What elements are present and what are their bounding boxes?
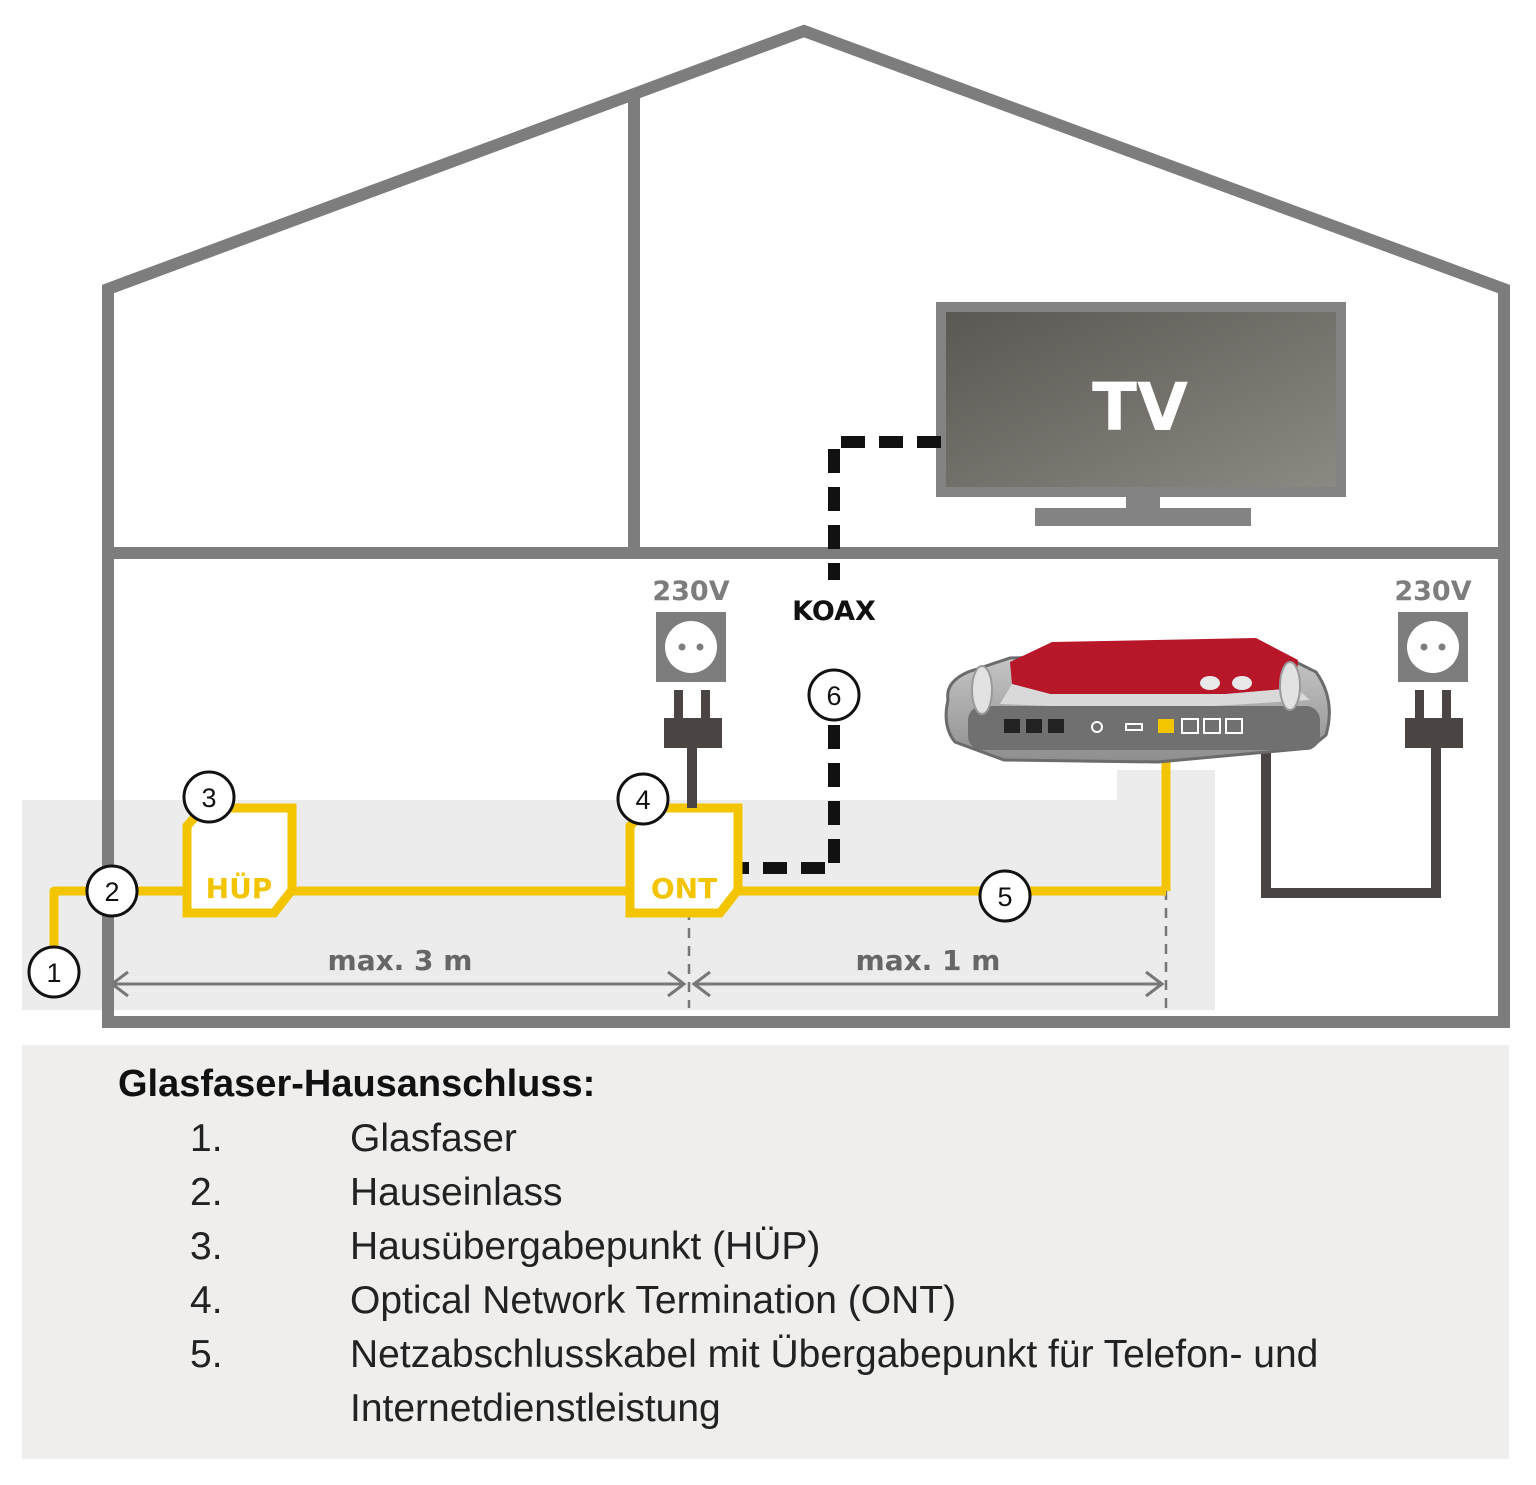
voltage-left-label: 230V [652, 576, 729, 607]
svg-text:1: 1 [46, 958, 61, 988]
ont-power-plug [664, 690, 722, 808]
legend-item-5: 5. Netzabschlusskabel mit Übergabepunkt … [118, 1328, 1509, 1436]
svg-text:4: 4 [635, 785, 650, 815]
hup-label: HÜP [206, 871, 273, 905]
marker-5: 5 [978, 869, 1032, 923]
legend-item-number: 5. [190, 1333, 223, 1376]
legend-item-1: 1. Glasfaser [118, 1112, 1509, 1166]
dimension-left-label: max. 3 m [328, 944, 473, 977]
svg-text:6: 6 [826, 681, 841, 711]
legend-item-text: Hausübergabepunkt (HÜP) [350, 1225, 821, 1268]
router-power-cable [1261, 690, 1463, 898]
ont-box: ONT [625, 803, 743, 918]
dimension-arrow-left [109, 970, 687, 998]
marker-6: 6 [807, 668, 861, 722]
legend-title: Glasfaser-Hausanschluss: [118, 1063, 596, 1105]
coax-label: KOAX [792, 596, 876, 627]
legend-list: 1. Glasfaser 2. Hauseinlass 3. Hausüberg… [118, 1112, 1509, 1436]
house-outline [102, 24, 1510, 1028]
power-socket-left: 230V [652, 576, 730, 682]
legend-item-text: Glasfaser [350, 1117, 517, 1160]
fiber-cable [49, 736, 1171, 948]
legend-item-number: 1. [190, 1117, 223, 1160]
dimension-guides [687, 800, 1168, 1008]
marker-1: 1 [27, 945, 81, 999]
legend-item-4: 4. Optical Network Termination (ONT) [118, 1274, 1509, 1328]
legend-item-number: 2. [190, 1171, 223, 1214]
legend-item-3: 3. Hausübergabepunkt (HÜP) [118, 1220, 1509, 1274]
tv-icon: TV [936, 302, 1346, 526]
legend-item-text: Netzabschlusskabel mit Übergabepunkt für… [350, 1333, 1319, 1430]
svg-text:2: 2 [104, 877, 119, 907]
power-socket-right: 230V [1394, 576, 1472, 682]
voltage-right-label: 230V [1394, 576, 1471, 607]
hup-box: HÜP [182, 803, 297, 918]
house-diagram: TV KOAX max. 3 m max. 1 m HÜP ONT [22, 24, 1510, 1028]
coax-cable [738, 436, 941, 874]
svg-text:5: 5 [997, 882, 1012, 912]
legend-item-number: 4. [190, 1279, 223, 1322]
tv-label: TV [1092, 369, 1188, 446]
marker-3: 3 [182, 770, 236, 824]
ont-label: ONT [651, 872, 717, 905]
marker-4: 4 [616, 772, 670, 826]
router-icon [944, 638, 1331, 764]
dimension-arrow-right [691, 970, 1165, 998]
legend-panel: Glasfaser-Hausanschluss: 1. Glasfaser 2.… [22, 1045, 1509, 1459]
dimension-right-label: max. 1 m [856, 944, 1001, 977]
marker-2: 2 [85, 864, 139, 918]
svg-text:3: 3 [201, 783, 216, 813]
legend-item-text: Optical Network Termination (ONT) [350, 1279, 957, 1322]
legend-item-2: 2. Hauseinlass [118, 1166, 1509, 1220]
legend-item-text: Hauseinlass [350, 1171, 563, 1214]
legend-item-number: 3. [190, 1225, 223, 1268]
